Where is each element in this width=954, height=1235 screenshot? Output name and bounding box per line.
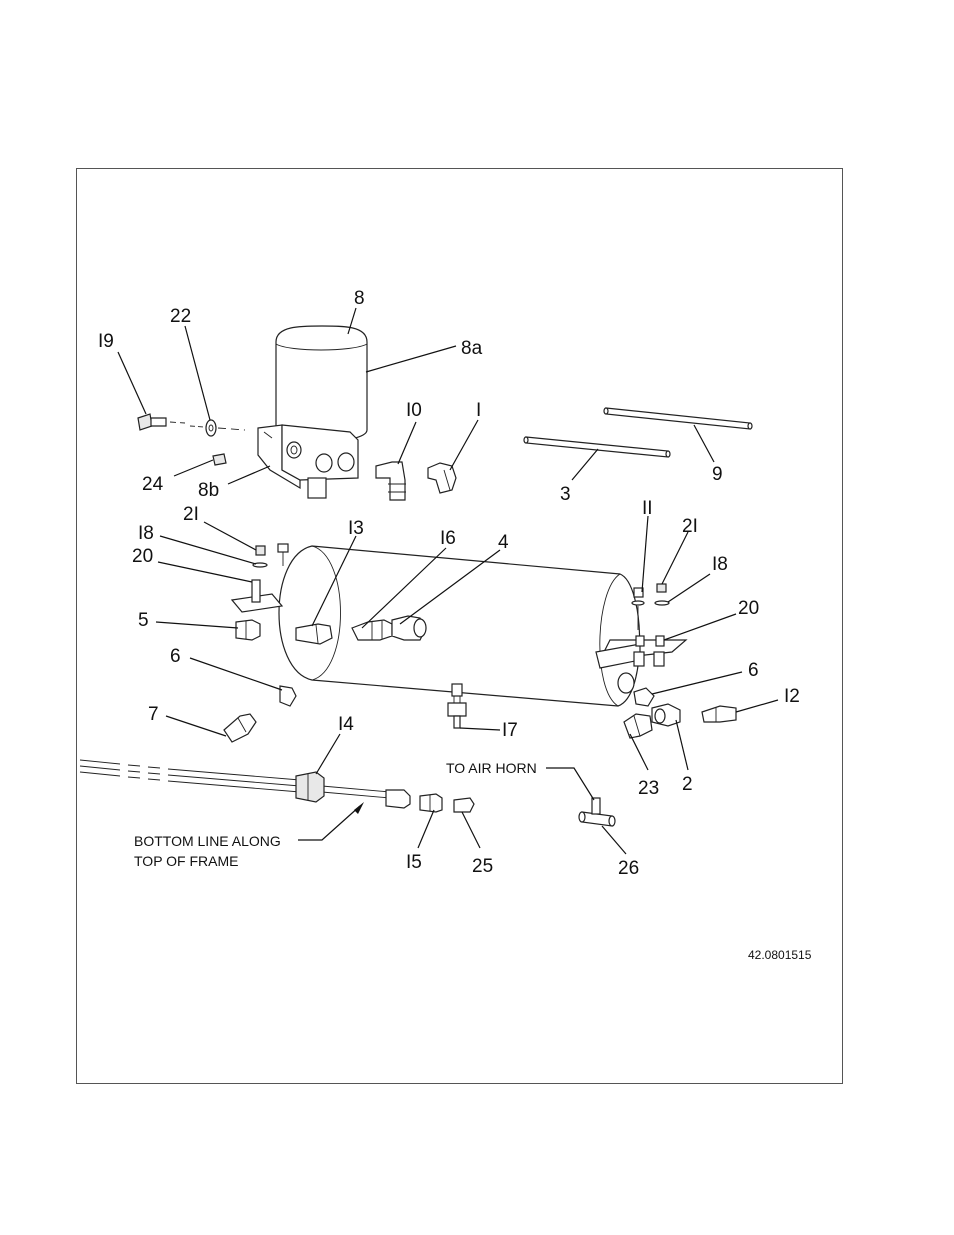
fitting-6-right [633, 687, 655, 707]
callout-26: 26 [618, 858, 639, 879]
figure-reference-number: 42.0801515 [748, 948, 812, 962]
callout-8: 8 [354, 288, 365, 309]
fitting-5 [235, 619, 261, 641]
callout-12: I2 [784, 686, 800, 707]
callout-23: 23 [638, 778, 659, 799]
callout-21-right: 2I [682, 516, 698, 537]
elbow-fitting-1 [427, 462, 457, 494]
elbow-fitting-10 [375, 461, 406, 501]
callout-25: 25 [472, 856, 493, 877]
note-bottom-line-2: TOP OF FRAME [134, 853, 239, 869]
callout-10: I0 [406, 400, 422, 421]
callout-9: 9 [712, 464, 723, 485]
figure-frame [76, 168, 843, 1084]
callout-6-left: 6 [170, 646, 181, 667]
callout-17: I7 [502, 720, 518, 741]
washer-18-right [654, 600, 670, 606]
callout-4: 4 [498, 532, 509, 553]
note-bottom-line-1: BOTTOM LINE ALONG [134, 833, 281, 849]
nut-21-left [255, 543, 289, 566]
elbow-fitting-23 [623, 713, 653, 739]
callout-13: I3 [348, 518, 364, 539]
callout-24: 24 [142, 474, 164, 495]
fitting-6-left [279, 685, 297, 707]
nut-21-right [656, 583, 667, 593]
bracket-20-right [595, 635, 688, 694]
fitting-13 [295, 623, 333, 645]
air-dryer-assembly [257, 325, 368, 499]
frame-air-line [79, 759, 391, 799]
nut-24 [212, 453, 227, 466]
callout-5: 5 [138, 610, 149, 631]
callout-18-right: I8 [712, 554, 728, 575]
callout-8b: 8b [198, 480, 219, 501]
fitting-15 [419, 793, 443, 813]
callout-18-left: I8 [138, 523, 154, 544]
bolt-19 [137, 413, 186, 431]
fitting-14 [295, 771, 325, 803]
callout-15: I5 [406, 852, 422, 873]
callout-7: 7 [148, 704, 159, 725]
callout-labels: 8 22 8a I9 I0 I 24 8b 9 3 II 2I 2I I3 I6… [98, 288, 800, 879]
callout-14: I4 [338, 714, 354, 735]
callout-20-left: 20 [132, 546, 153, 567]
tee-fitting-26 [578, 797, 616, 827]
callout-21-left: 2I [183, 504, 199, 525]
callout-1: I [476, 400, 481, 421]
callout-6-right: 6 [748, 660, 759, 681]
tube-3 [523, 436, 671, 458]
callout-3: 3 [560, 484, 571, 505]
callout-11: II [642, 498, 653, 519]
washer-18-left [252, 562, 268, 568]
callout-2: 2 [682, 774, 693, 795]
tube-9 [603, 407, 753, 430]
fitting-12 [701, 705, 737, 723]
air-tank [278, 545, 641, 729]
bracket-20-left [230, 579, 284, 613]
callout-8a: 8a [461, 338, 483, 359]
callout-20-right: 20 [738, 598, 759, 619]
bolt-11 [631, 587, 645, 630]
fitting-14-end [385, 789, 411, 809]
callout-16: I6 [440, 528, 456, 549]
callout-22: 22 [170, 306, 191, 327]
fitting-4 [391, 615, 427, 641]
leader-lines [117, 307, 779, 855]
callout-19: I9 [98, 331, 114, 352]
washer-22 [189, 419, 246, 437]
tee-fitting-2 [651, 703, 681, 727]
note-to-air-horn: TO AIR HORN [446, 760, 537, 776]
fitting-25 [453, 797, 475, 813]
fitting-7 [223, 713, 257, 743]
